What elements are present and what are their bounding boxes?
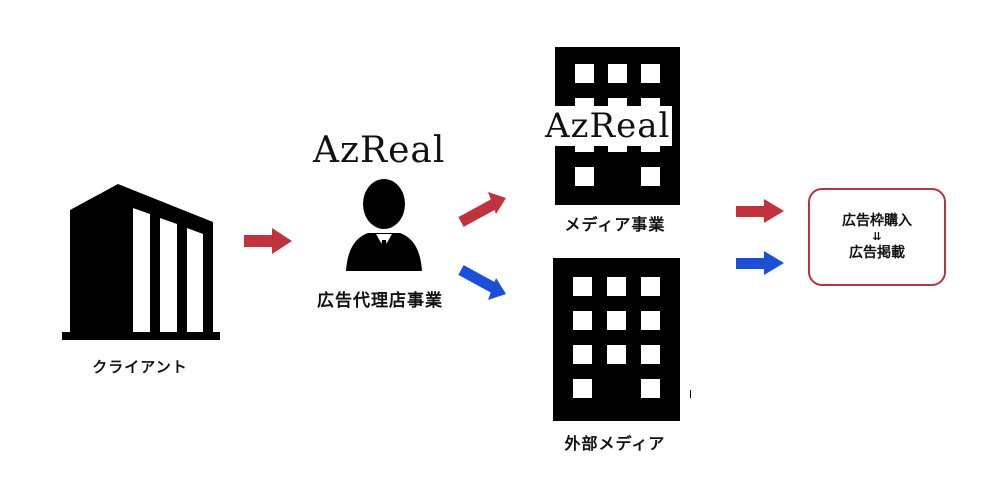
- arrow-agency-to-external: [458, 265, 506, 300]
- external-media-label: 外部メディア: [564, 434, 666, 453]
- result-line-placement: 広告掲載: [849, 245, 905, 261]
- arrow-media-to-result: [736, 199, 784, 223]
- client-building-icon: [62, 184, 220, 340]
- arrow-external-to-result: [736, 251, 784, 275]
- person-icon: [346, 179, 422, 271]
- external-building-icon: [553, 258, 691, 421]
- agency-label: 広告代理店事業: [317, 291, 443, 311]
- arrow-client-to-agency: [244, 228, 292, 254]
- agency-brand-text: AzReal: [313, 130, 446, 171]
- media-label: メディア事業: [564, 215, 666, 234]
- client-label: クライアント: [92, 358, 188, 376]
- result-line-purchase: 広告枠購入: [842, 213, 912, 229]
- media-brand-text: AzReal: [543, 106, 673, 146]
- double-down-arrow-icon: ⇊: [872, 230, 882, 243]
- result-box: 広告枠購入 ⇊ 広告掲載: [808, 188, 946, 286]
- arrow-agency-to-media: [458, 192, 506, 227]
